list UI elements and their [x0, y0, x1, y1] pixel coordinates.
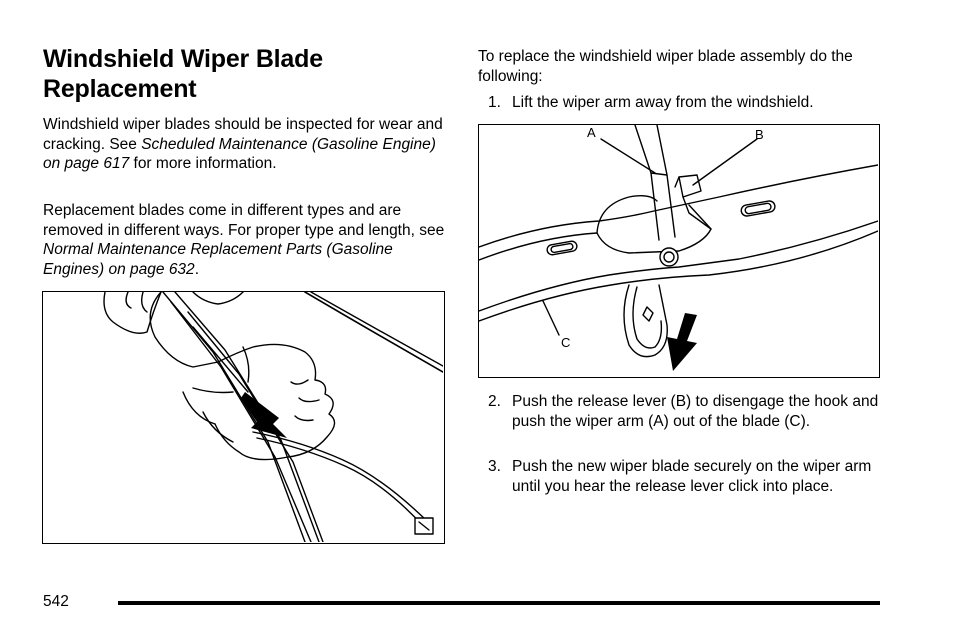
replacement-text-end: . [194, 260, 199, 278]
step-number: 2. [488, 393, 501, 410]
step-text: Push the new wiper blade securely on the… [512, 458, 872, 495]
step-3: 3. Push the new wiper blade securely on … [488, 457, 880, 496]
label-b: B [755, 127, 764, 142]
step-text: Push the release lever (B) to disengage … [512, 393, 879, 430]
step-1: 1. Lift the wiper arm away from the wind… [488, 93, 880, 113]
label-c: C [561, 335, 570, 350]
label-a: A [587, 125, 596, 140]
wiper-arm-lift-illustration [42, 291, 445, 544]
scheduled-maintenance-reference[interactable]: Scheduled Maintenance (Gasoline Engine) … [43, 135, 436, 173]
footer-rule [118, 601, 880, 605]
step-number: 3. [488, 458, 501, 475]
inspection-text: Windshield wiper blades should be inspec… [43, 116, 443, 153]
page-title: Windshield Wiper Blade Replacement [43, 45, 323, 103]
intro-text: To replace the windshield wiper blade as… [478, 48, 853, 85]
step-number: 1. [488, 94, 501, 111]
replacement-parts-reference[interactable]: Normal Maintenance Replacement Parts (Ga… [43, 241, 393, 278]
replacement-paragraph: Replacement blades come in different typ… [43, 201, 448, 279]
page-number: 542 [43, 593, 69, 610]
step-2: 2. Push the release lever (B) to disenga… [488, 392, 880, 431]
inspection-paragraph: Windshield wiper blades should be inspec… [43, 115, 448, 174]
release-lever-diagram: A B C [478, 124, 880, 378]
step-text: Lift the wiper arm away from the windshi… [512, 94, 814, 111]
inspection-text-end: for more information. [129, 155, 277, 172]
replacement-text: Replacement blades come in different typ… [43, 202, 445, 239]
